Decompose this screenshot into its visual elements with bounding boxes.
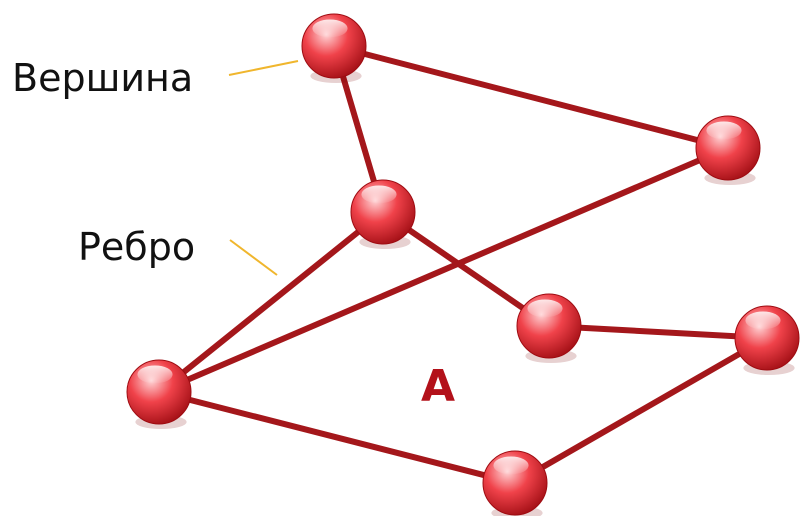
vertex-n3 <box>350 179 416 250</box>
vertex-n2 <box>695 115 761 186</box>
vertex-n6 <box>734 305 800 376</box>
vertex-leader-line <box>228 60 299 76</box>
edge-label: Ребро <box>78 225 196 269</box>
vertex-n5 <box>516 293 582 364</box>
edge-leader-line <box>229 239 278 276</box>
face-label: A <box>421 361 456 412</box>
vertex-n1 <box>301 13 367 84</box>
edge-n5-n6 <box>546 323 770 341</box>
vertex-n7 <box>482 450 548 521</box>
vertex-label: Вершина <box>12 56 194 100</box>
edge-n3-n5 <box>380 209 552 329</box>
edge-n7-n4 <box>156 389 518 486</box>
edge-n3-n4 <box>156 209 386 395</box>
vertex-n4 <box>126 359 192 430</box>
edges-layer <box>156 43 770 486</box>
leader-lines <box>228 60 299 276</box>
nodes-layer <box>126 13 800 521</box>
edge-n6-n7 <box>512 335 770 486</box>
edge-n1-n2 <box>331 43 731 151</box>
edge-n4-n2 <box>156 145 731 395</box>
